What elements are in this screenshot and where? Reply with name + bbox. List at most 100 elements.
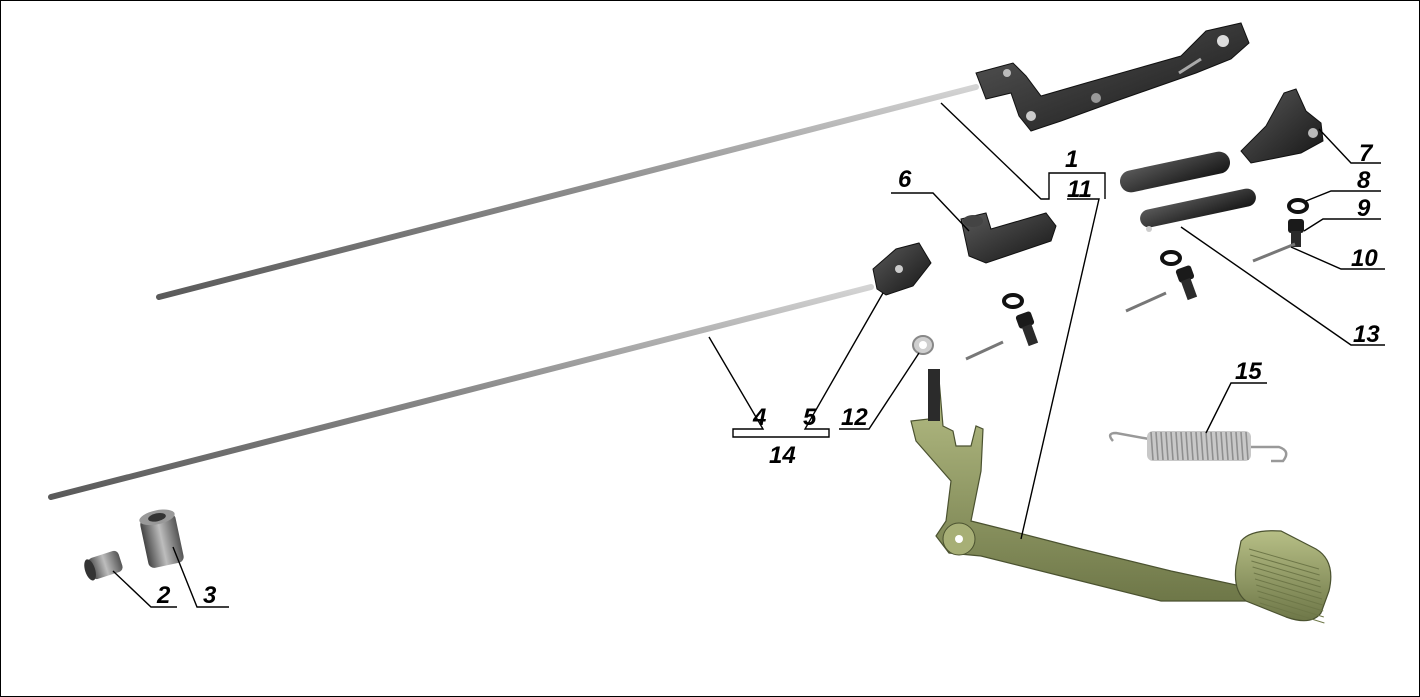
callout-5: 5 bbox=[803, 404, 817, 431]
spring-coil-turn bbox=[1160, 431, 1164, 461]
callout-14: 14 bbox=[769, 442, 796, 469]
link-hole bbox=[1146, 226, 1152, 232]
leader-11 bbox=[1020, 198, 1100, 540]
leader-7 bbox=[1318, 128, 1381, 164]
spring-coil-turn bbox=[1215, 431, 1219, 461]
spring-coil-turn bbox=[1180, 431, 1184, 461]
pedal-pad-rib bbox=[1252, 566, 1321, 588]
cotter-pin bbox=[1178, 57, 1202, 75]
pedal-pad-rib bbox=[1250, 554, 1320, 576]
lever-6 bbox=[960, 212, 1057, 264]
spring-coil-turn bbox=[1230, 431, 1234, 461]
spring-coil-turn bbox=[1190, 431, 1194, 461]
bolt-9 bbox=[1288, 219, 1304, 247]
leader-9 bbox=[1303, 218, 1381, 232]
leader-10 bbox=[1290, 246, 1385, 270]
spring-coil-turn bbox=[1150, 431, 1154, 461]
bracket-pin bbox=[1091, 93, 1101, 103]
pedal-pad-rib bbox=[1257, 590, 1324, 612]
callouts: 1 11 6 7 8 9 10 13 15 4 5 14 12 2 3 bbox=[156, 140, 1380, 609]
callout-6: 6 bbox=[898, 166, 912, 193]
callout-9: 9 bbox=[1357, 195, 1371, 222]
pedal-hub-hole bbox=[955, 535, 963, 543]
bolt bbox=[1015, 311, 1039, 347]
brake-pedal bbox=[910, 369, 1332, 624]
leader-2 bbox=[112, 570, 177, 608]
pedal-pad-rib bbox=[1259, 602, 1325, 624]
leader-1 bbox=[940, 102, 1106, 200]
spring-coil-turn bbox=[1195, 431, 1199, 461]
spring-coil-turn bbox=[1165, 431, 1169, 461]
lever-boss bbox=[963, 215, 983, 227]
lower-rod bbox=[48, 284, 874, 500]
rod-assembly-lower bbox=[48, 242, 932, 500]
lever-hole bbox=[1308, 128, 1318, 138]
leader-15 bbox=[1205, 382, 1267, 434]
spring-coil-turn bbox=[1205, 431, 1209, 461]
spring-coil-turn bbox=[1240, 431, 1244, 461]
link-plates bbox=[1119, 151, 1256, 232]
pedal-pad-rib bbox=[1251, 560, 1321, 582]
callout-15: 15 bbox=[1235, 358, 1262, 385]
leader-lines bbox=[112, 102, 1385, 608]
link-plate-lower bbox=[1140, 188, 1256, 228]
link-plate-upper bbox=[1119, 151, 1231, 193]
bracket-hole bbox=[1026, 111, 1036, 121]
cotter-pin bbox=[965, 340, 1004, 361]
callout-4: 4 bbox=[752, 404, 766, 431]
pedal-pad-rib bbox=[1253, 572, 1322, 594]
washer bbox=[1160, 250, 1182, 266]
bushings bbox=[84, 509, 184, 581]
spring-15 bbox=[1108, 431, 1288, 463]
rod-assembly-upper bbox=[156, 22, 1250, 300]
spring-coil-turn bbox=[1170, 431, 1174, 461]
callout-10: 10 bbox=[1351, 245, 1378, 272]
fork-hole bbox=[895, 265, 903, 273]
spring-coil-turn bbox=[1225, 431, 1229, 461]
callout-7: 7 bbox=[1359, 140, 1374, 167]
callout-12: 12 bbox=[841, 404, 868, 431]
spring-coil-turn bbox=[1220, 431, 1224, 461]
callout-11: 11 bbox=[1067, 176, 1092, 203]
spring-coil-turn bbox=[1155, 431, 1159, 461]
pedal-shaft bbox=[928, 369, 940, 421]
pedal-pad-rib bbox=[1254, 578, 1323, 600]
leader-8 bbox=[1305, 190, 1381, 202]
leader-4-5-14 bbox=[708, 292, 884, 438]
pedal-pad-rib bbox=[1248, 548, 1320, 570]
spring-coil-turn bbox=[1235, 431, 1239, 461]
cotter-pin bbox=[1125, 291, 1167, 313]
bolt bbox=[1175, 265, 1198, 301]
spring-coil-turn bbox=[1175, 431, 1179, 461]
lever-part-6 bbox=[960, 212, 1057, 264]
spring-coil-turn bbox=[1200, 431, 1204, 461]
pedal-pad-rib bbox=[1258, 596, 1324, 618]
cotter-pin-10 bbox=[1252, 242, 1296, 263]
pedal-arm bbox=[910, 378, 1247, 602]
spring-coil-turn bbox=[1185, 431, 1189, 461]
callout-8: 8 bbox=[1357, 167, 1371, 194]
spring-coil-turn bbox=[1245, 431, 1249, 461]
pedal-pad-rib bbox=[1256, 584, 1323, 606]
lever-part-7 bbox=[1240, 88, 1324, 164]
bushing-2 bbox=[84, 550, 123, 581]
fasteners bbox=[912, 198, 1309, 361]
washer bbox=[1002, 293, 1024, 309]
leader-3 bbox=[172, 546, 229, 608]
washer-8 bbox=[1287, 198, 1309, 214]
spring-coil-turn bbox=[1210, 431, 1214, 461]
leader-6 bbox=[891, 192, 970, 232]
leader-13 bbox=[1180, 226, 1385, 346]
callout-2: 2 bbox=[156, 582, 171, 609]
lever-7 bbox=[1240, 88, 1324, 164]
upper-rod bbox=[156, 84, 979, 300]
callout-3: 3 bbox=[203, 582, 217, 609]
nut-hole bbox=[919, 341, 927, 349]
callout-13: 13 bbox=[1353, 321, 1380, 348]
leader-12 bbox=[839, 352, 920, 430]
upper-bracket bbox=[975, 22, 1250, 132]
bushing-3 bbox=[139, 509, 184, 568]
bracket-hole bbox=[1217, 35, 1229, 47]
